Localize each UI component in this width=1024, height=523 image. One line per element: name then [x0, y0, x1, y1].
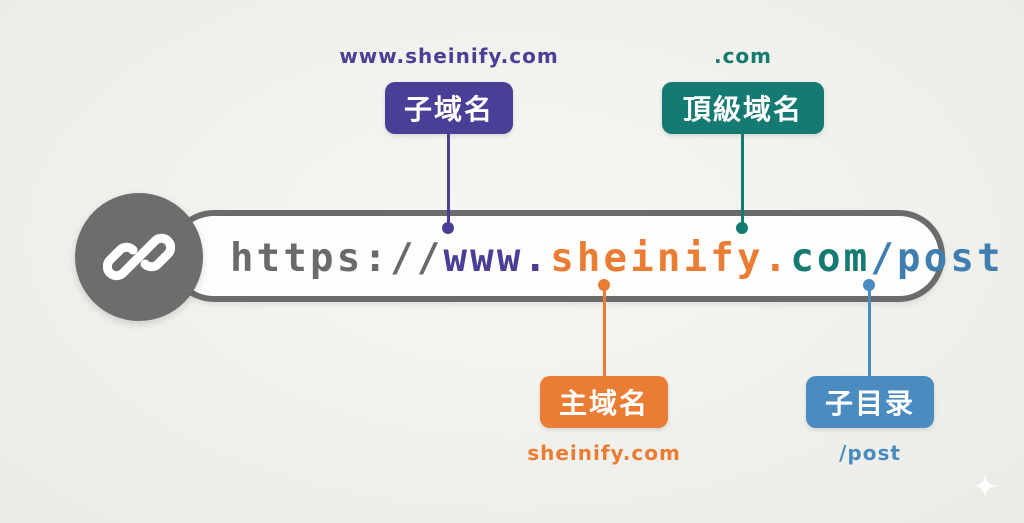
url-subdomain: www. [443, 235, 551, 281]
main-domain-caption: sheinify.com [527, 441, 681, 465]
url-path: /post [870, 235, 1004, 281]
url-bar [168, 210, 945, 302]
url-scheme: https:// [230, 235, 444, 281]
link-badge [75, 193, 203, 321]
path-marker [863, 279, 875, 291]
path-caption: /post [839, 441, 901, 465]
url-tld: com [790, 235, 871, 281]
subdomain-label: 子域名 [385, 82, 513, 134]
subdomain-caption: www.sheinify.com [339, 44, 559, 68]
main-domain-connector [603, 289, 606, 377]
path-connector [868, 289, 871, 377]
tld-connector [741, 134, 744, 226]
path-label: 子目录 [806, 376, 934, 428]
main-domain-label: 主域名 [540, 376, 668, 428]
tld-caption: .com [713, 44, 773, 68]
url-text: https://www.sheinify.com/post [230, 230, 1004, 286]
subdomain-connector [447, 134, 450, 226]
tld-label: 頂級域名 [662, 82, 824, 134]
url-main-domain: sheinify. [550, 235, 791, 281]
subdomain-marker [442, 222, 454, 234]
link-icon [103, 233, 175, 281]
main-domain-marker [598, 279, 610, 291]
sparkle-icon [973, 474, 997, 498]
tld-marker [736, 222, 748, 234]
